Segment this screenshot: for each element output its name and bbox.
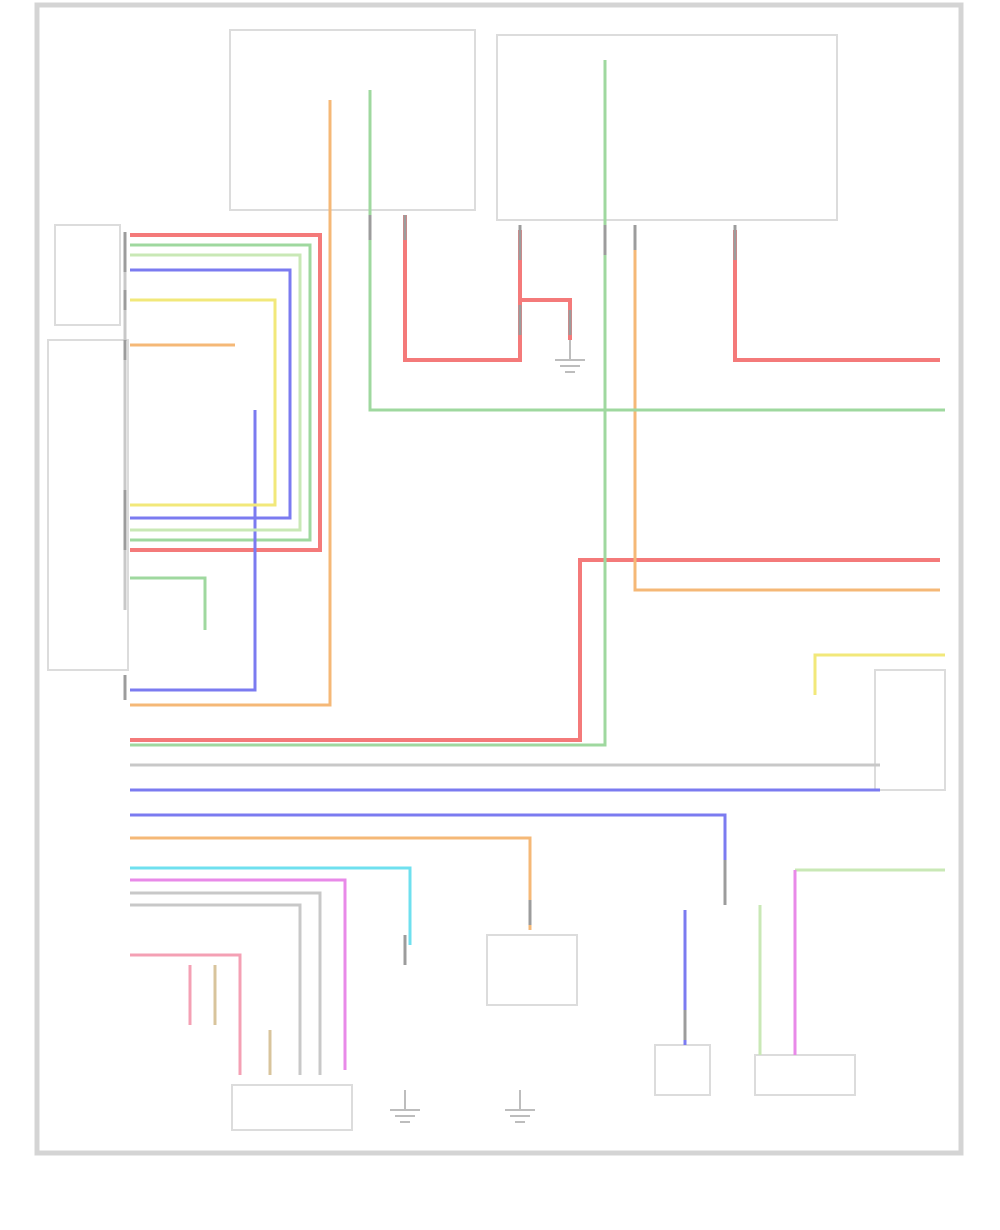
sensor-box	[486, 934, 578, 1006]
wire-tan-group	[213, 965, 272, 1075]
wire-red-right-run	[733, 230, 940, 362]
actuator-box	[654, 1044, 711, 1096]
wire-gray-a	[130, 891, 322, 1075]
wire-green-mid	[130, 60, 607, 747]
ground-lower-b	[505, 1090, 535, 1123]
wire-blue-top	[130, 268, 292, 520]
control-module-box	[47, 339, 129, 671]
wire-blue-lower	[130, 813, 727, 880]
wire-red-group	[130, 215, 940, 742]
wire-orange-vertical	[130, 100, 332, 707]
wire-green-side	[130, 576, 207, 630]
wire-gray-b	[130, 903, 302, 1075]
module-box-lower-right	[754, 1054, 856, 1096]
wire-red-relay-return	[403, 215, 522, 362]
wire-yellow-group	[130, 298, 945, 695]
wire-magenta-group	[130, 870, 797, 1070]
wire-blue-side	[130, 410, 257, 692]
wire-green-group	[130, 60, 945, 747]
fuse-relay-box	[229, 29, 476, 211]
wire-cyan-group	[130, 866, 412, 945]
wire-lightgreen-upper	[130, 253, 302, 532]
wire-cyan	[130, 866, 412, 945]
connector-box-lower-left	[231, 1084, 353, 1131]
ground-relay	[555, 340, 585, 373]
relay-module-box	[496, 34, 838, 221]
wire-pink-group	[130, 953, 242, 1075]
wire-blue-group	[130, 268, 880, 1045]
wire-red-lower-loop	[130, 558, 940, 742]
wire-magenta	[130, 878, 347, 1070]
wire-yellow-upper	[130, 298, 277, 507]
connector-pins	[123, 215, 737, 1040]
wire-orange-relay	[633, 230, 940, 592]
right-switch-box	[874, 669, 946, 791]
left-connector-box	[54, 224, 121, 326]
wire-orange-lower	[130, 836, 532, 930]
wire-lightgreen-group	[130, 253, 945, 1055]
wire-green-long	[368, 90, 945, 412]
wire-red-top-bus	[130, 233, 322, 552]
component-boxes	[47, 29, 946, 1131]
wire-gray-group	[123, 240, 880, 1075]
wire-pink-lower-left	[130, 953, 242, 1075]
ground-lower-a	[390, 1090, 420, 1123]
wire-yellow-right	[813, 653, 945, 695]
wire-red-ground	[520, 298, 572, 340]
wire-orange-group	[130, 100, 940, 930]
diagram-border	[34, 2, 964, 1156]
ground-symbols	[390, 340, 585, 1123]
wire-green-top	[130, 243, 312, 542]
